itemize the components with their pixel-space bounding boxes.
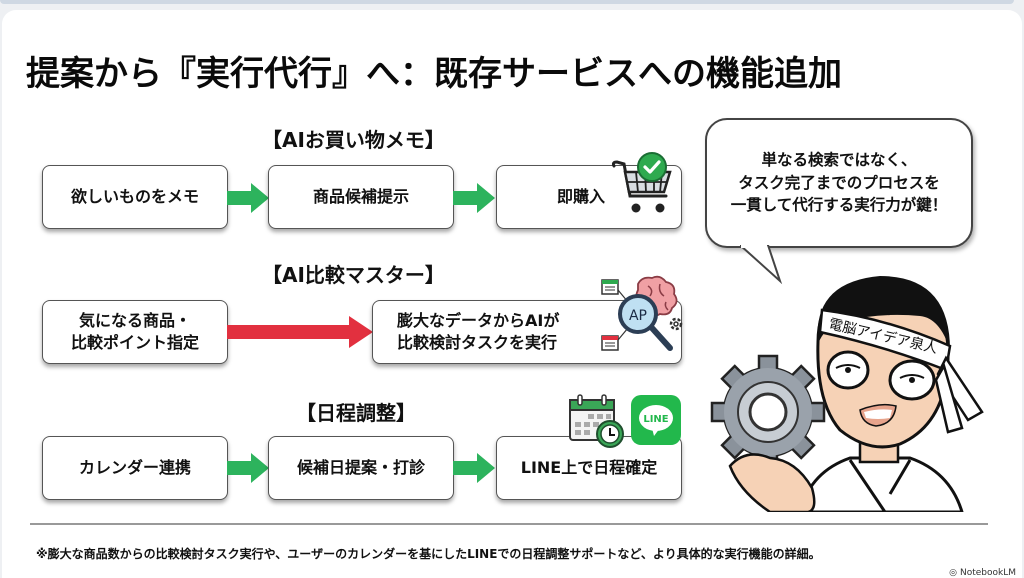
green-arrow bbox=[453, 453, 495, 483]
bubble-line: タスク完了までのプロセスを bbox=[738, 173, 940, 192]
footnote: ※膨大な商品数からの比較検討タスク実行や、ユーザーのカレンダーを基にしたLINE… bbox=[36, 547, 821, 561]
line-icon-text: LINE bbox=[643, 414, 668, 425]
section-label-compare-master: 【AI比較マスター】 bbox=[262, 263, 445, 287]
speech-bubble: 単なる検索ではなく、 タスク完了までのプロセスを 一貫して代行する実行力が鍵！ bbox=[705, 118, 973, 248]
ai-magnifier-brain-icon: AP bbox=[601, 275, 683, 351]
slide-title: 提案から『実行代行』へ：既存サービスへの機能追加 bbox=[26, 54, 842, 94]
step-box: 気になる商品・ 比較ポイント指定 bbox=[42, 300, 228, 364]
check-badge-icon bbox=[637, 152, 667, 182]
browser-top-bar bbox=[0, 0, 1014, 4]
step-label-line: 比較ポイント指定 bbox=[70, 333, 199, 352]
step-label: LINE上で日程確定 bbox=[520, 458, 658, 478]
step-box: 商品候補提示 bbox=[268, 165, 454, 229]
calendar-clock-icon bbox=[569, 394, 624, 448]
step-label: カレンダー連携 bbox=[78, 458, 191, 478]
step-label: 商品候補提示 bbox=[312, 187, 409, 207]
step-label-line: 膨大なデータからAIが bbox=[397, 311, 560, 331]
step-label: 候補日提案・打診 bbox=[296, 458, 425, 478]
green-arrow bbox=[453, 183, 495, 213]
section-label-shopping-memo: 【AIお買い物メモ】 bbox=[262, 128, 445, 152]
step-box: カレンダー連携 bbox=[42, 436, 228, 500]
green-arrow bbox=[227, 453, 269, 483]
section-label-scheduling: 【日程調整】 bbox=[296, 401, 416, 425]
bubble-line: 一貫して代行する実行力が鍵！ bbox=[730, 196, 948, 215]
step-label: 即購入 bbox=[557, 187, 606, 207]
line-app-icon[interactable]: LINE bbox=[630, 394, 682, 446]
ai-icon-text: AP bbox=[629, 308, 647, 324]
notebooklm-logo-icon: ◎ bbox=[949, 568, 957, 578]
speech-bubble-tail bbox=[740, 245, 783, 285]
step-label: 欲しいものをメモ bbox=[70, 187, 199, 207]
step-label-line: 気になる商品・ bbox=[78, 311, 191, 331]
red-arrow bbox=[227, 316, 373, 348]
gear-icon bbox=[710, 354, 826, 470]
divider bbox=[30, 523, 988, 525]
step-label-line: 比較検討タスクを実行 bbox=[397, 333, 558, 352]
notebooklm-watermark: ◎ NotebookLM bbox=[949, 568, 1016, 578]
character-illustration: 電脳アイデア泉人 bbox=[710, 276, 984, 512]
green-arrow bbox=[227, 183, 269, 213]
brand-label: NotebookLM bbox=[959, 568, 1016, 578]
bubble-line: 単なる検索ではなく、 bbox=[761, 151, 917, 170]
step-box: 欲しいものをメモ bbox=[42, 165, 228, 229]
step-box: 候補日提案・打診 bbox=[268, 436, 454, 500]
